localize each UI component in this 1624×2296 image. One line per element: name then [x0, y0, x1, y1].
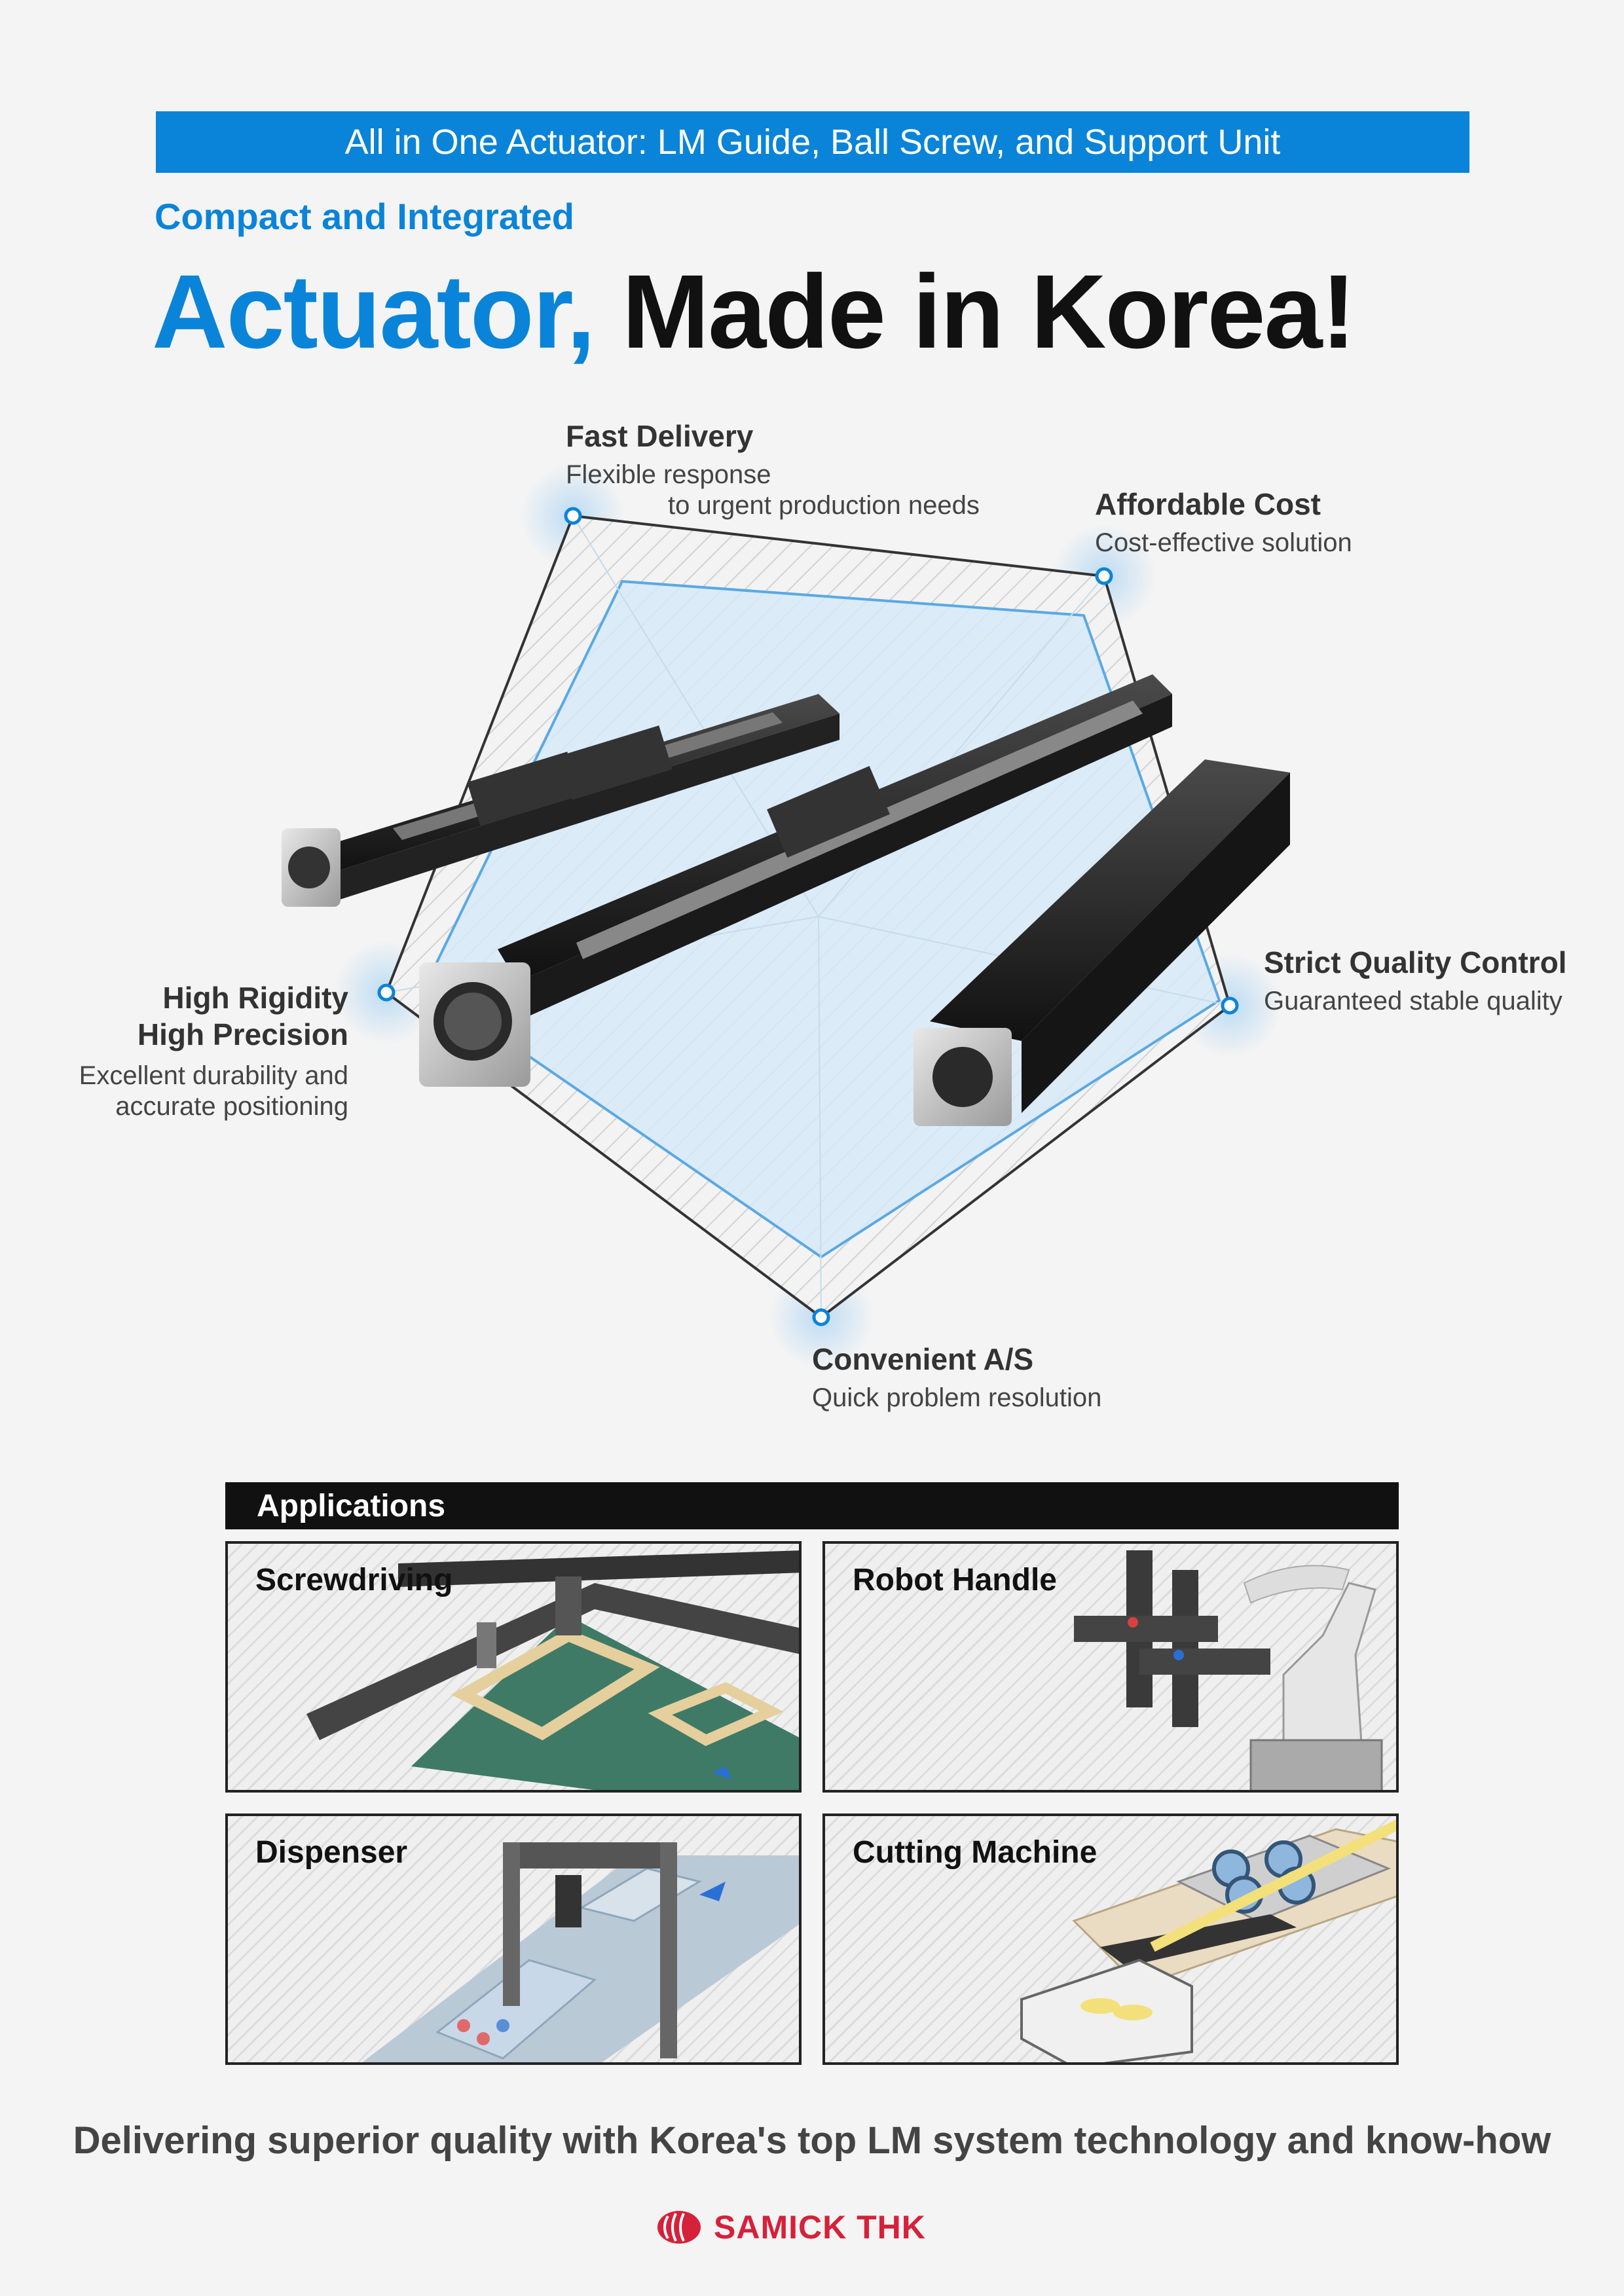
- application-panel-screwdriving: Screwdriving: [225, 1541, 802, 1793]
- feature-title: Convenient A/S: [812, 1342, 1034, 1376]
- feature-strict-quality: Strict Quality Control Guaranteed stable…: [1264, 944, 1567, 1017]
- application-panel-robot-handle: Robot Handle: [822, 1541, 1399, 1793]
- samick-logo-icon: [657, 2211, 701, 2244]
- cutting-machine-illustration: [1020, 1819, 1396, 2062]
- applications-header-text: Applications: [257, 1488, 446, 1523]
- feature-desc: Quick problem resolution: [812, 1383, 1102, 1413]
- feature-desc: Flexible response: [566, 460, 771, 490]
- feature-rigidity-precision: High Rigidity High Precision Excellent d…: [26, 979, 348, 1121]
- radar-diagram: [282, 464, 1290, 1370]
- application-label: Screwdriving: [255, 1563, 453, 1597]
- actuator-large-illustration: [419, 674, 1172, 1087]
- feature-title: Strict Quality Control: [1264, 945, 1567, 979]
- subtitle: Compact and Integrated: [155, 196, 574, 237]
- feature-title: High Precision: [137, 1017, 348, 1052]
- dispenser-illustration: [362, 1842, 799, 2062]
- feature-desc: Cost-effective solution: [1095, 528, 1352, 558]
- banner-text: All in One Actuator: LM Guide, Ball Scre…: [344, 122, 1281, 162]
- headline: Actuator, Made in Korea!: [152, 249, 1356, 374]
- feature-title: High Rigidity: [162, 981, 348, 1015]
- radar-vertex-dots: [377, 507, 1239, 1326]
- application-label: Dispenser: [255, 1835, 408, 1870]
- tagline: Delivering superior quality with Korea's…: [73, 2119, 1551, 2162]
- actuator-covered-illustration: [913, 759, 1290, 1126]
- feature-convenient-as: Convenient A/S Quick problem resolution: [812, 1341, 1101, 1413]
- feature-desc: accurate positioning: [115, 1091, 348, 1121]
- feature-desc: Excellent durability and: [79, 1061, 348, 1091]
- headline-actuator: Actuator,: [152, 253, 595, 370]
- actuator-small-illustration: [282, 694, 840, 907]
- top-banner: All in One Actuator: LM Guide, Ball Scre…: [156, 111, 1469, 173]
- feature-title: Affordable Cost: [1095, 487, 1321, 521]
- feature-desc: to urgent production needs: [668, 490, 980, 520]
- application-label: Robot Handle: [853, 1563, 1057, 1597]
- application-panel-cutting-machine: Cutting Machine: [822, 1813, 1399, 2065]
- logo-text: SAMICK THK: [714, 2209, 926, 2246]
- feature-fast-delivery: Fast Delivery Flexible response to urgen…: [566, 418, 980, 520]
- samick-thk-logo: SAMICK THK: [656, 2208, 926, 2247]
- application-panel-dispenser: Dispenser: [225, 1813, 802, 2065]
- applications-header: Applications: [225, 1482, 1399, 1529]
- screwdriving-illustration: [306, 1550, 799, 1790]
- headline-made-in-korea: Made in Korea!: [621, 253, 1356, 370]
- feature-title: Fast Delivery: [566, 419, 754, 453]
- robot-handle-illustration: [1074, 1550, 1383, 1790]
- application-label: Cutting Machine: [853, 1835, 1098, 1870]
- feature-affordable-cost: Affordable Cost Cost-effective solution: [1095, 486, 1352, 558]
- feature-desc: Guaranteed stable quality: [1264, 987, 1562, 1016]
